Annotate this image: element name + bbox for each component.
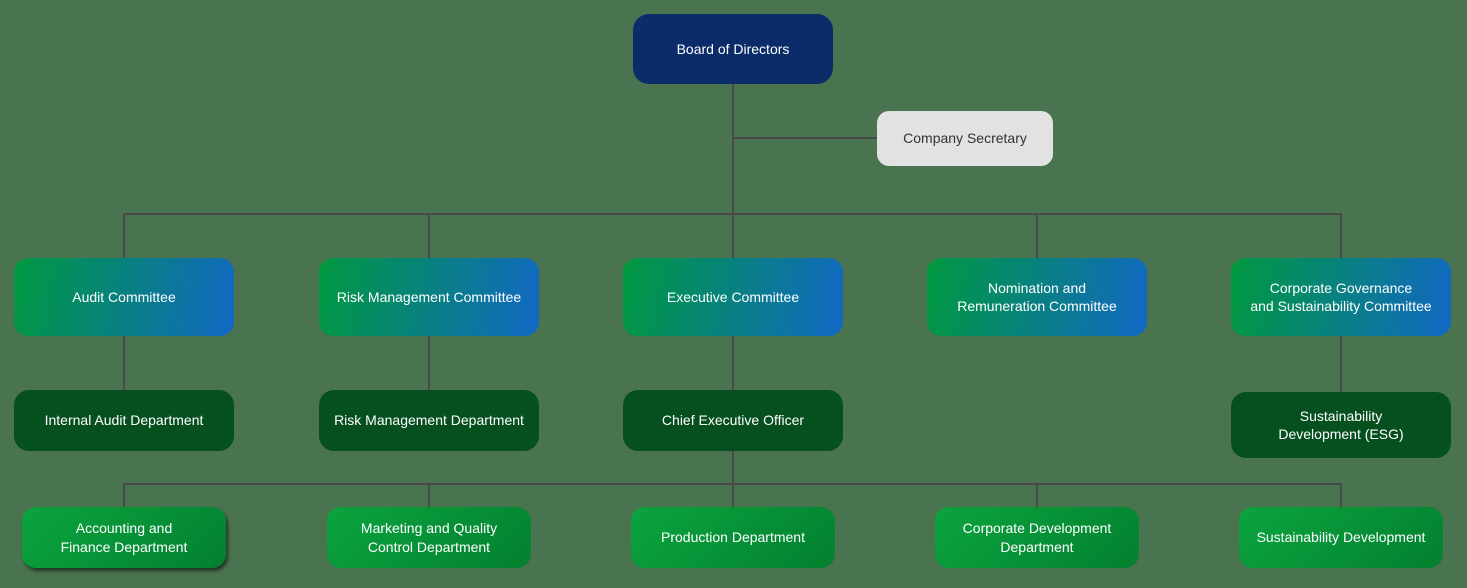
- node-corporate-governance-sustainability-committee[interactable]: Corporate Governance and Sustainability …: [1231, 258, 1451, 336]
- node-label: Sustainability Development: [1256, 529, 1426, 546]
- node-label: Risk Management Department: [334, 412, 524, 429]
- connector-rail-to-executive-committee: [732, 213, 734, 259]
- node-label: Risk Management Committee: [336, 288, 522, 305]
- node-label: Nomination and Remuneration Committee: [957, 279, 1117, 314]
- connector-rail-to-risk-committee: [428, 213, 430, 259]
- node-label: Audit Committee: [72, 288, 176, 305]
- node-production-department[interactable]: Production Department: [631, 507, 835, 568]
- node-corporate-development-department[interactable]: Corporate Development Department: [935, 507, 1139, 568]
- node-nomination-remuneration-committee[interactable]: Nomination and Remuneration Committee: [927, 258, 1147, 336]
- connector-rail-to-audit-committee: [123, 213, 125, 259]
- connector-audit-to-internal-audit: [123, 336, 125, 391]
- connector-ceo-down: [732, 451, 734, 484]
- connector-secretary-branch: [732, 137, 878, 139]
- node-label: Corporate Development Department: [962, 520, 1112, 555]
- node-label: Corporate Governance and Sustainability …: [1250, 279, 1432, 314]
- node-label: Sustainability Development (ESG): [1278, 407, 1404, 442]
- node-label: Accounting and Finance Department: [60, 520, 188, 555]
- node-risk-management-department[interactable]: Risk Management Department: [319, 390, 539, 451]
- connector-rail-to-production: [732, 483, 734, 508]
- node-sustainability-development-esg[interactable]: Sustainability Development (ESG): [1231, 392, 1451, 458]
- node-internal-audit-department[interactable]: Internal Audit Department: [14, 390, 234, 451]
- connector-rail-to-marketing: [428, 483, 430, 508]
- node-risk-management-committee[interactable]: Risk Management Committee: [319, 258, 539, 336]
- node-company-secretary[interactable]: Company Secretary: [877, 111, 1053, 166]
- node-executive-committee[interactable]: Executive Committee: [623, 258, 843, 336]
- connector-rail-to-accounting: [123, 483, 125, 508]
- node-board-of-directors[interactable]: Board of Directors: [633, 14, 833, 84]
- connector-rail-to-governance-committee: [1340, 213, 1342, 259]
- node-sustainability-development[interactable]: Sustainability Development: [1239, 507, 1443, 568]
- connector-board-down: [732, 84, 734, 214]
- node-label: Company Secretary: [903, 130, 1027, 147]
- connector-rail-to-corporate-development: [1036, 483, 1038, 508]
- node-label: Chief Executive Officer: [661, 412, 805, 429]
- node-marketing-quality-control-department[interactable]: Marketing and Quality Control Department: [327, 507, 531, 568]
- connector-risk-to-risk-dept: [428, 336, 430, 391]
- node-chief-executive-officer[interactable]: Chief Executive Officer: [623, 390, 843, 451]
- node-label: Production Department: [661, 529, 805, 546]
- connector-governance-to-esg: [1340, 336, 1342, 393]
- connector-rail-to-sustainability-development: [1340, 483, 1342, 508]
- connector-executive-to-ceo: [732, 336, 734, 391]
- node-accounting-finance-department[interactable]: Accounting and Finance Department: [22, 507, 226, 568]
- node-label: Board of Directors: [676, 40, 790, 57]
- node-label: Executive Committee: [666, 288, 800, 305]
- connector-rail-to-nomination-committee: [1036, 213, 1038, 259]
- node-audit-committee[interactable]: Audit Committee: [14, 258, 234, 336]
- node-label: Internal Audit Department: [44, 412, 204, 429]
- node-label: Marketing and Quality Control Department: [360, 520, 498, 555]
